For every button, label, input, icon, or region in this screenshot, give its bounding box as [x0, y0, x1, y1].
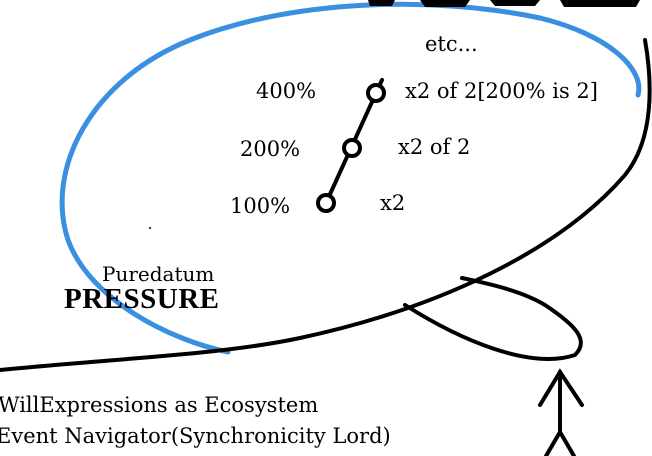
stick-figure [538, 368, 584, 456]
level-note-400: x2 of 2[200% is 2] [405, 79, 598, 103]
puredatum-label: Puredatum [102, 262, 215, 286]
footer-line-2: Event Navigator(Synchronicity Lord) [0, 424, 391, 448]
level-marker-100 [316, 193, 336, 213]
blue-ellipse-arc [59, 1, 642, 355]
level-percent-200: 200% [240, 137, 301, 161]
level-marker-200 [342, 138, 362, 158]
etc-label: etc... [425, 32, 478, 56]
level-percent-400: 400% [256, 79, 317, 103]
boundary-curve [0, 38, 652, 372]
level-note-200: x2 of 2 [398, 135, 471, 159]
level-percent-100: 100% [230, 194, 291, 218]
footer-line-1: WillExpressions as Ecosystem [0, 393, 319, 417]
stray-dot [149, 227, 151, 229]
level-note-100: x2 [380, 191, 406, 215]
pressure-label: PRESSURE [64, 283, 220, 315]
lens-shape [403, 276, 583, 361]
level-marker-400 [366, 83, 386, 103]
cutoff-text-fragment [368, 0, 640, 7]
